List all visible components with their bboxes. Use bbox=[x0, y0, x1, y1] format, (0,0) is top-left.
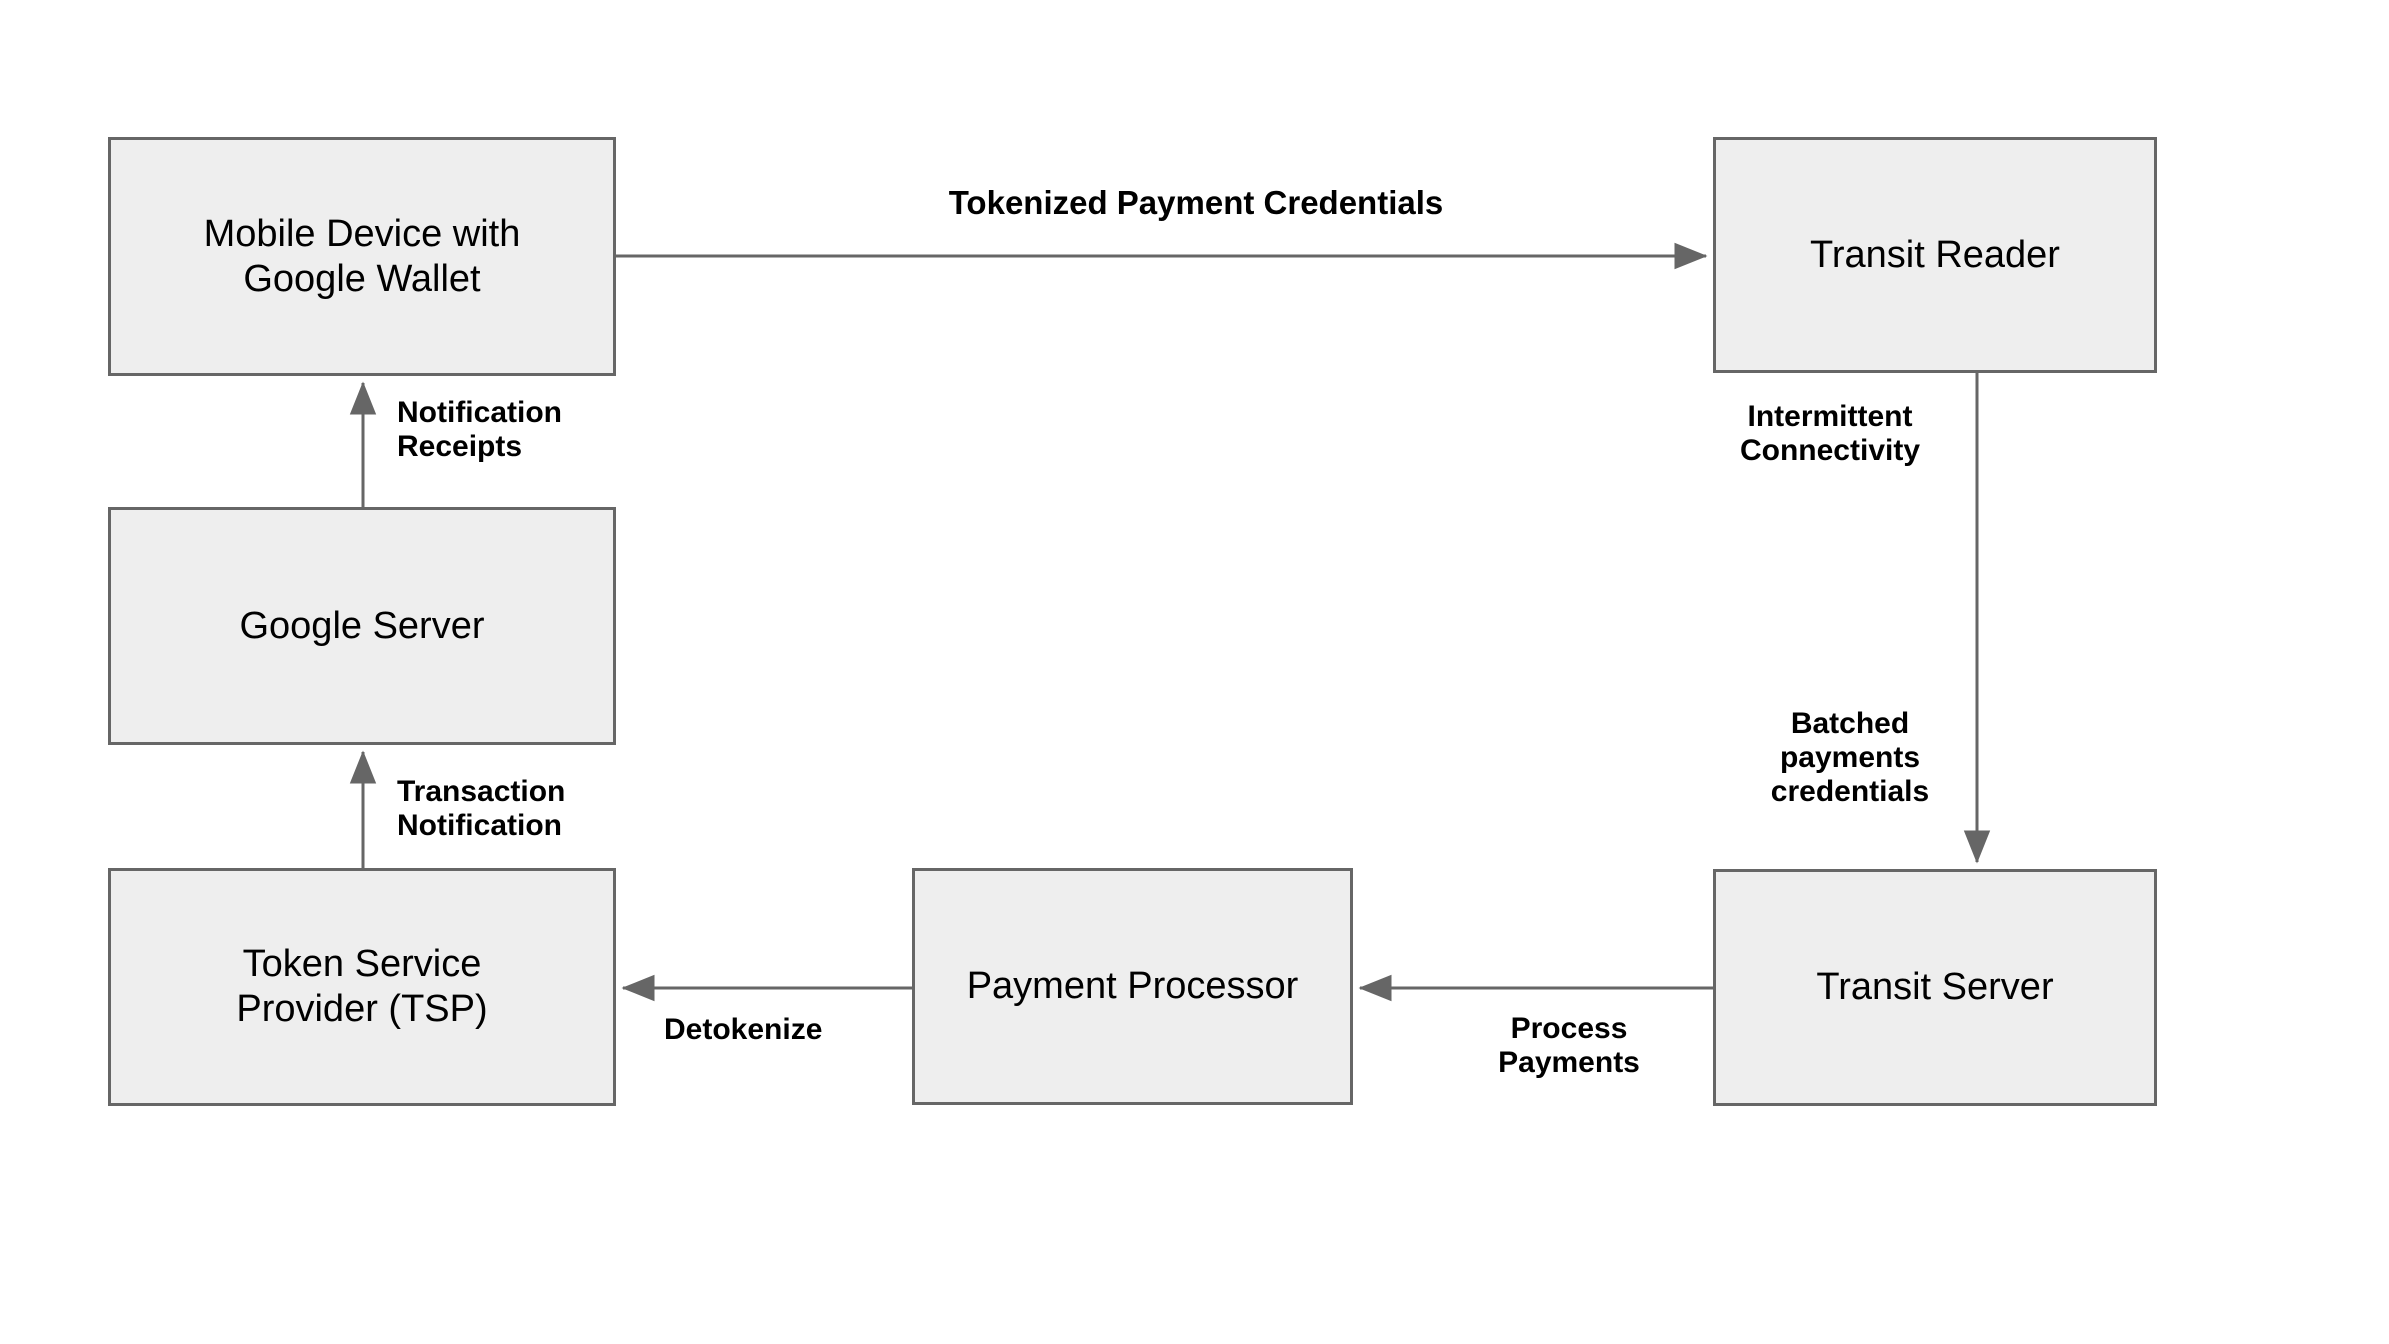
node-google-server[interactable]: Google Server bbox=[108, 507, 616, 745]
node-mobile-device-label: Mobile Device with Google Wallet bbox=[203, 212, 521, 300]
node-mobile-device[interactable]: Mobile Device with Google Wallet bbox=[108, 137, 616, 376]
node-payment-processor-label: Payment Processor bbox=[966, 965, 1299, 1008]
edge-label-tokenized-payment-credentials: Tokenized Payment Credentials bbox=[948, 184, 1444, 221]
edge-label-intermittent-connectivity: Intermittent Connectivity bbox=[1739, 400, 1921, 467]
edge-label-detokenize: Detokenize bbox=[664, 1013, 823, 1046]
node-transit-reader[interactable]: Transit Reader bbox=[1713, 137, 2157, 373]
node-token-service-provider[interactable]: Token Service Provider (TSP) bbox=[108, 868, 616, 1106]
edge-label-batched-payments-credentials: Batched payments credentials bbox=[1770, 707, 1930, 808]
node-token-service-provider-label: Token Service Provider (TSP) bbox=[236, 943, 488, 1030]
edge-label-process-payments: Process Payments bbox=[1498, 1012, 1640, 1079]
edge-label-notification-receipts: Notification Receipts bbox=[397, 396, 562, 463]
edge-label-transaction-notification: Transaction Notification bbox=[397, 775, 566, 842]
node-payment-processor[interactable]: Payment Processor bbox=[912, 868, 1353, 1105]
node-transit-reader-label: Transit Reader bbox=[1810, 233, 2060, 276]
node-google-server-label: Google Server bbox=[239, 604, 485, 647]
node-transit-server[interactable]: Transit Server bbox=[1713, 869, 2157, 1106]
node-transit-server-label: Transit Server bbox=[1816, 966, 2054, 1009]
